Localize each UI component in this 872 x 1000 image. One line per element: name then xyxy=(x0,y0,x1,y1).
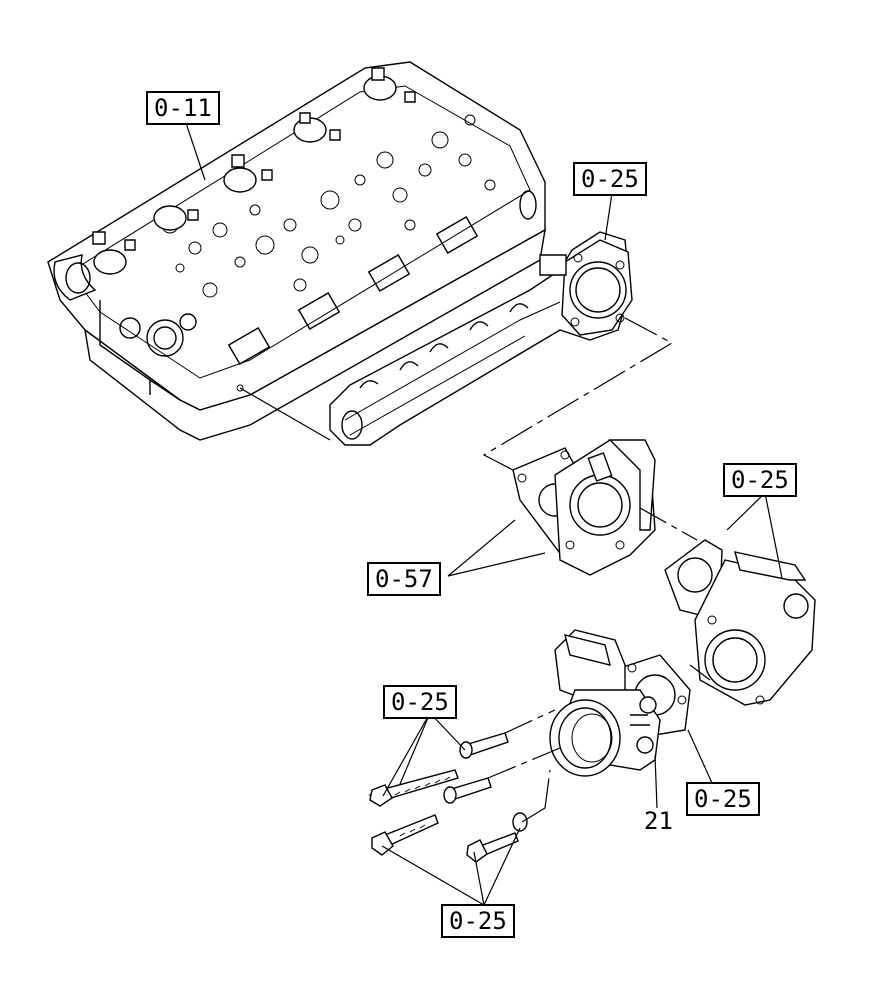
callout-bolts-lower: 0-25 xyxy=(441,904,515,938)
callout-cylinder-head: 0-11 xyxy=(146,91,220,125)
callout-egr-block: 0-57 xyxy=(367,562,441,596)
bolts xyxy=(370,733,527,862)
callout-intake-manifold: 0-25 xyxy=(573,162,647,196)
callout-bolts-upper: 0-25 xyxy=(383,685,457,719)
callout-throttle-gasket: 0-25 xyxy=(686,782,760,816)
egr-adapter xyxy=(665,540,815,705)
cylinder-head xyxy=(48,62,545,440)
egr-mixing-block xyxy=(513,440,655,575)
leader-lines xyxy=(185,120,782,905)
intake-manifold xyxy=(330,232,632,445)
throttle-body xyxy=(550,630,690,776)
label-throttle-body: 21 xyxy=(644,807,673,835)
callout-egr-adapter: 0-25 xyxy=(723,463,797,497)
connection-lines xyxy=(240,318,710,822)
